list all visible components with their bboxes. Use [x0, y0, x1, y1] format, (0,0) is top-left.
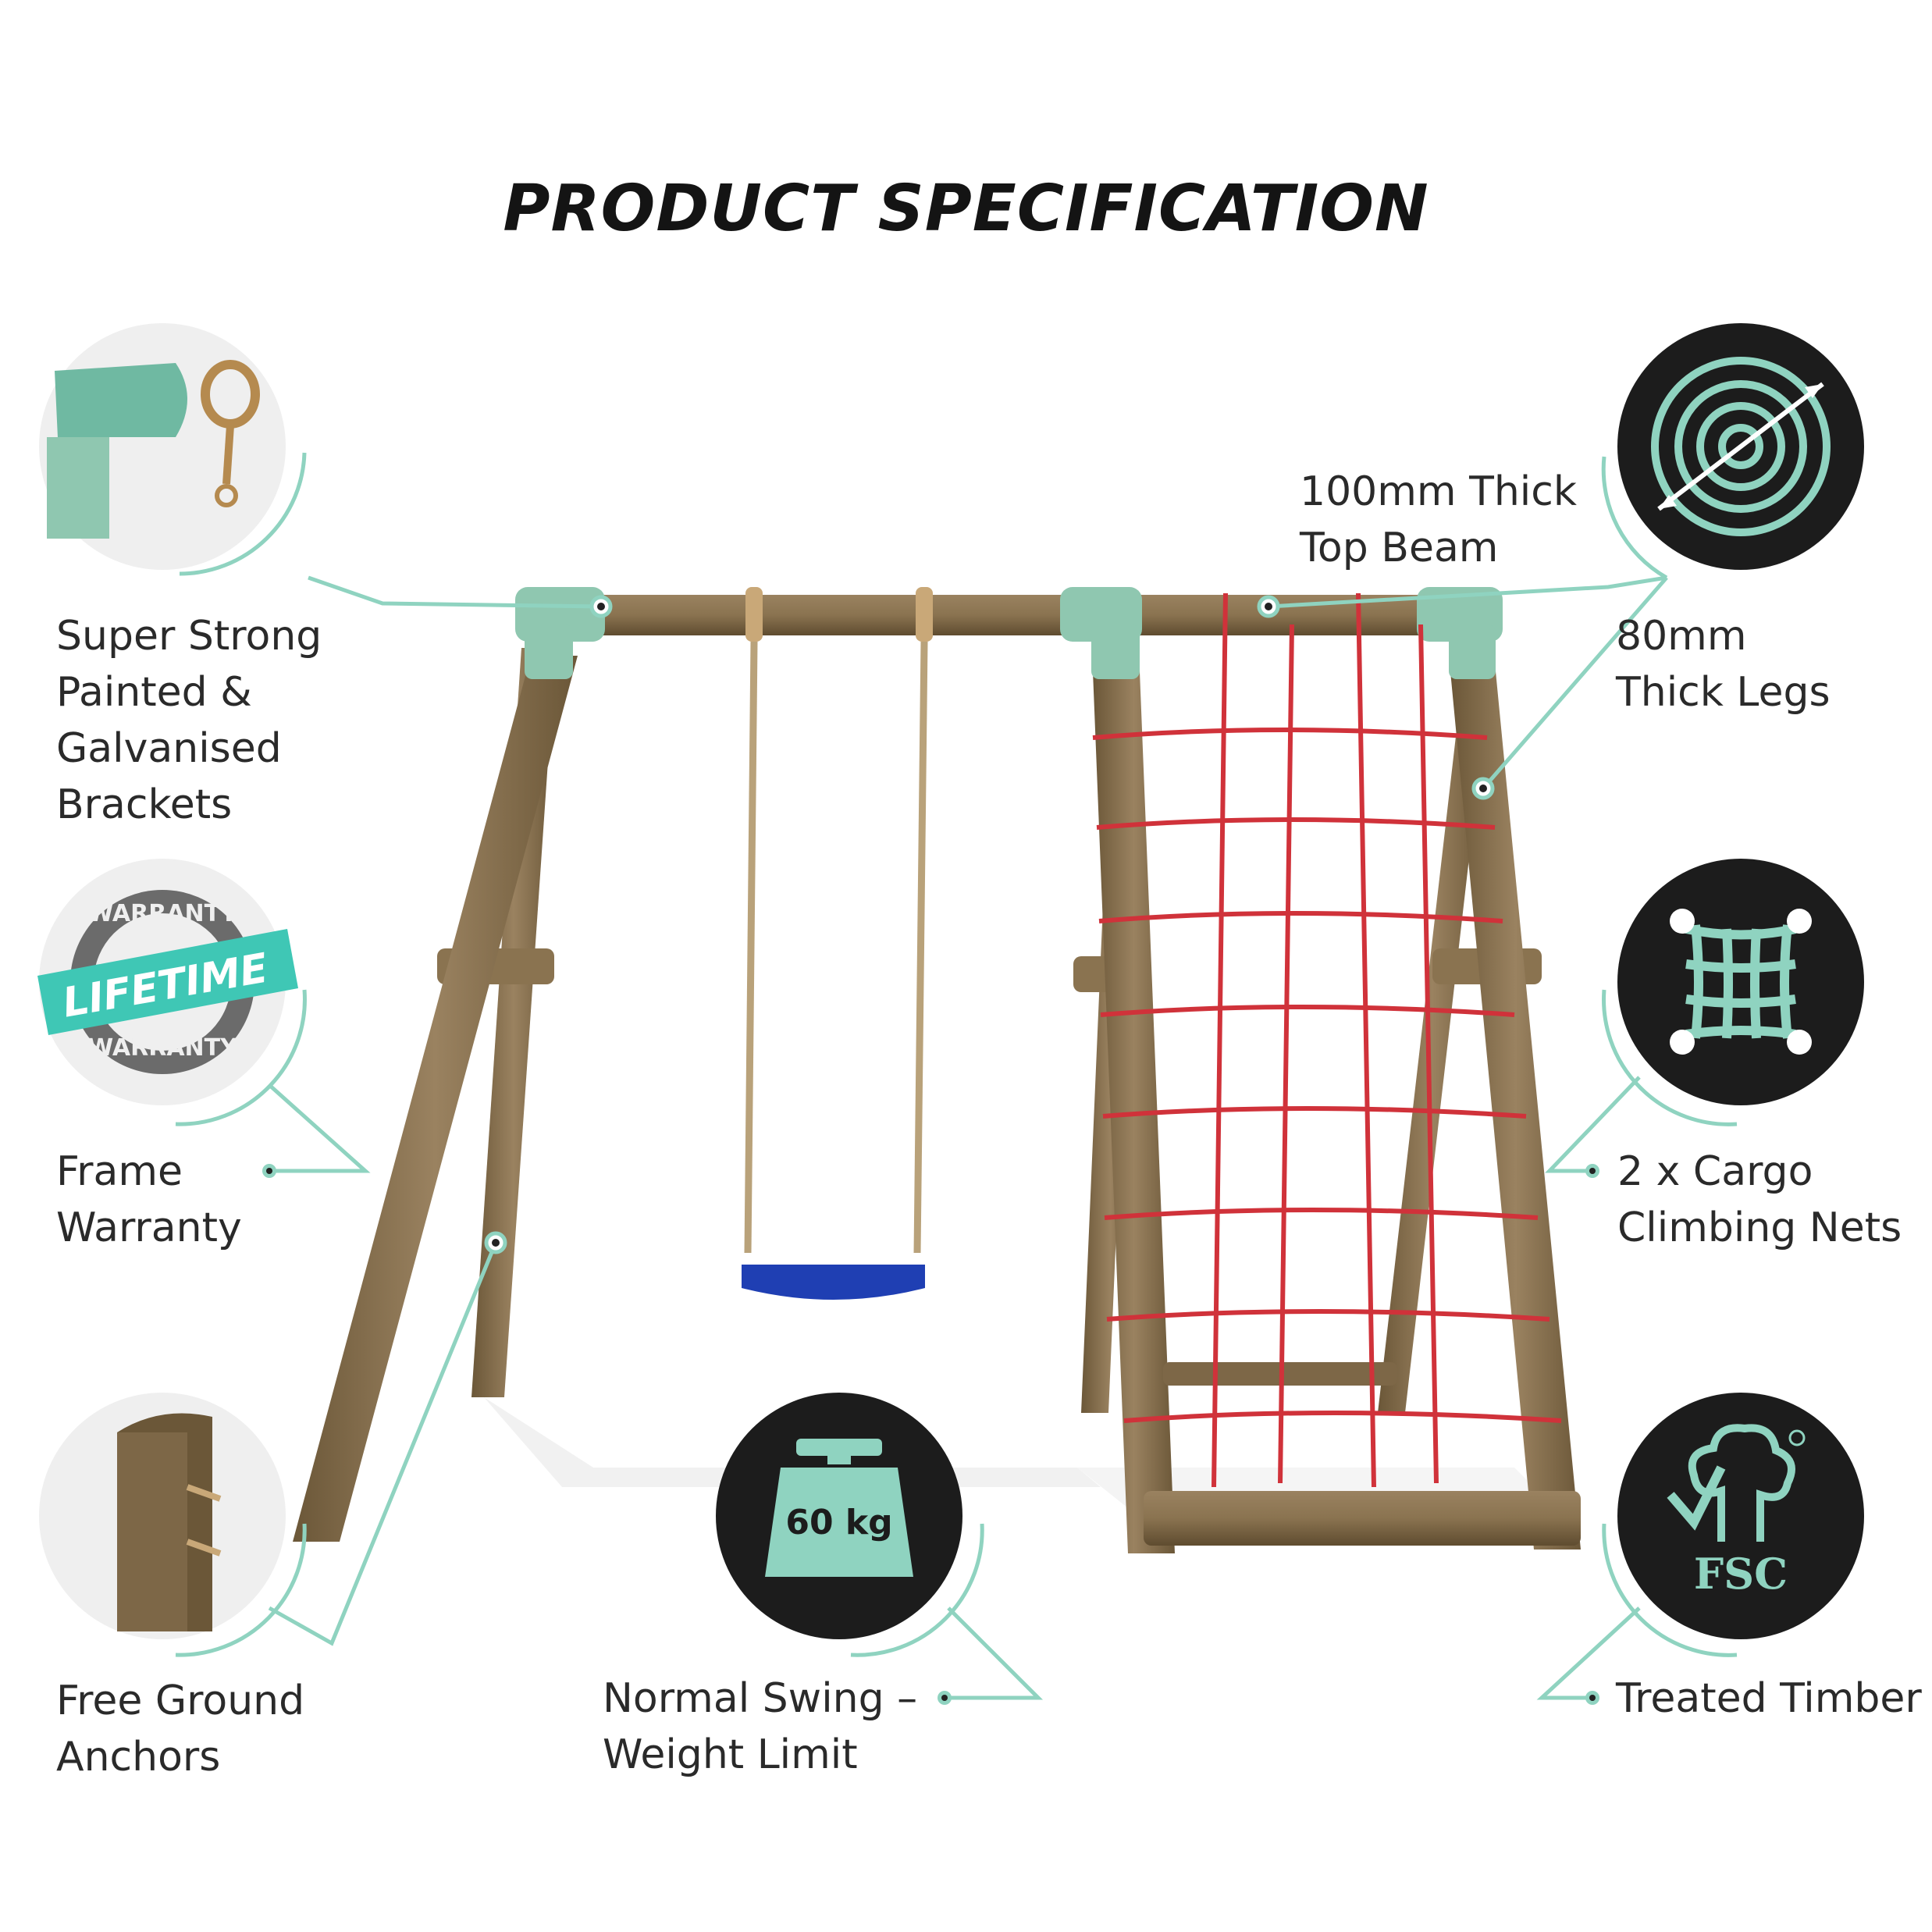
label-brackets: Super Strong Painted & Galvanised Bracke…: [56, 608, 322, 833]
label-swing-limit: Normal Swing – Weight Limit: [603, 1670, 917, 1783]
bracket-right: [1417, 587, 1503, 679]
label-line: Treated Timber: [1616, 1675, 1922, 1722]
label-legs: 80mm Thick Legs: [1616, 608, 1831, 720]
cargo-net: [1092, 592, 1562, 1488]
label-line: Brackets: [56, 781, 233, 828]
label-line: Painted &: [56, 669, 252, 716]
label-line: 2 x Cargo: [1617, 1148, 1813, 1195]
label-line: Free Ground: [56, 1678, 305, 1724]
page-title: PRODUCT SPECIFICATION: [503, 172, 1429, 246]
fsc-logo-text: FSC: [1694, 1549, 1788, 1599]
ground-anchor-icon: [39, 1393, 286, 1639]
ground-frame: [1144, 1491, 1581, 1546]
callout-dots: [262, 595, 1599, 1705]
label-line: Thick Legs: [1616, 669, 1831, 716]
label-warranty: Frame Warranty: [56, 1144, 242, 1256]
warranty-ring-top: WARRANTY: [87, 900, 238, 927]
label-line: Weight Limit: [603, 1731, 858, 1778]
label-line: Warranty: [56, 1204, 242, 1251]
label-line: Top Beam: [1300, 525, 1499, 571]
label-nets: 2 x Cargo Climbing Nets: [1617, 1144, 1902, 1256]
right-front-leg: [1450, 671, 1581, 1550]
label-anchors: Free Ground Anchors: [56, 1673, 304, 1785]
bracket-middle: [1060, 587, 1142, 679]
lifetime-warranty-icon: WARRANTY WARRANTY LIFETIME: [37, 859, 298, 1105]
label-line: Frame: [56, 1148, 183, 1195]
label-top-beam: 100mm Thick Top Beam: [1300, 464, 1577, 576]
label-line: Normal Swing –: [603, 1675, 918, 1722]
weight-value: 60 kg: [785, 1503, 892, 1542]
right-rear-leg: [1378, 703, 1487, 1413]
label-line: 80mm: [1616, 613, 1747, 660]
label-line: Galvanised: [56, 725, 282, 772]
weight-icon: 60 kg: [716, 1393, 962, 1639]
left-rear-leg: [471, 648, 556, 1397]
swing-seat: [742, 1265, 925, 1300]
bracket-left: [515, 587, 605, 679]
swing-frame: [293, 587, 1581, 1553]
callout-lines: [175, 452, 1738, 1700]
label-line: Climbing Nets: [1617, 1204, 1902, 1251]
label-line: Super Strong: [56, 613, 322, 660]
label-line: Anchors: [56, 1734, 221, 1781]
top-beam: [519, 595, 1499, 635]
bracket-icon: [39, 323, 286, 570]
timber-rings-icon: [1617, 323, 1864, 570]
cargo-net-icon: [1617, 859, 1864, 1105]
warranty-ring-bottom: WARRANTY: [87, 1034, 238, 1062]
label-timber: Treated Timber: [1616, 1670, 1922, 1727]
fsc-icon: FSC: [1617, 1393, 1864, 1639]
label-line: 100mm Thick: [1300, 468, 1577, 515]
left-front-leg: [293, 656, 578, 1542]
